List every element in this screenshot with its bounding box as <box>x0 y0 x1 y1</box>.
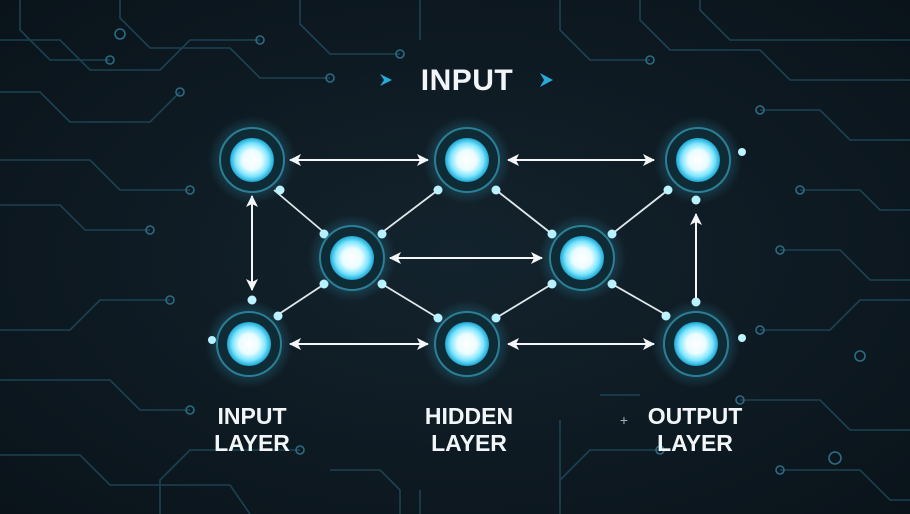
connections <box>273 189 669 319</box>
junction-dot <box>738 334 746 342</box>
node-hidden-1 <box>308 214 396 302</box>
layer-labels: INPUT LAYER HIDDEN LAYER + OUTPUT LAYER <box>214 403 742 456</box>
node-hidden-bottom <box>423 300 511 388</box>
input-layer-label-line1: INPUT <box>218 403 287 429</box>
output-layer-label-line1: OUTPUT <box>648 403 743 429</box>
connection-line <box>379 189 439 235</box>
connection-line <box>495 283 553 319</box>
nodes <box>205 116 742 388</box>
diagram-title: INPUT <box>421 64 514 97</box>
connection-line <box>273 189 327 235</box>
node-output-bottom <box>652 300 740 388</box>
connection-line <box>381 283 439 319</box>
arrows <box>246 154 702 350</box>
plus-marker-icon: + <box>620 412 628 428</box>
output-layer-label-line2: LAYER <box>657 430 733 456</box>
input-layer-label-line2: LAYER <box>214 430 290 456</box>
hidden-layer-label-line2: LAYER <box>431 430 507 456</box>
connection-line <box>495 189 553 235</box>
hidden-layer-label-line1: HIDDEN <box>425 403 513 429</box>
title-group: INPUT <box>380 64 553 97</box>
connection-line <box>611 283 669 317</box>
arrow-right-icon <box>540 73 553 87</box>
node-hidden-top <box>423 116 511 204</box>
connection-line <box>275 282 327 317</box>
node-output-top <box>654 116 742 204</box>
arrow-right-icon <box>380 74 392 86</box>
circuit-pads <box>105 28 866 475</box>
connection-line <box>611 189 669 235</box>
node-input-bottom <box>205 300 293 388</box>
node-hidden-2 <box>538 214 626 302</box>
node-input-top <box>208 116 296 204</box>
